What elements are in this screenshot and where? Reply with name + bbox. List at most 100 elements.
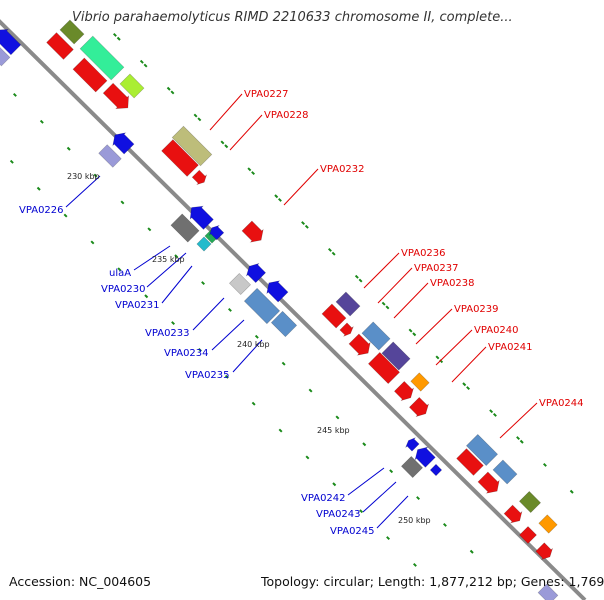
gene-block-olive-top[interactable]	[59, 19, 85, 45]
gene-block-vpa0226-lav[interactable]	[98, 144, 122, 168]
scale-tick	[193, 113, 198, 118]
scale-tick	[412, 562, 417, 567]
gene-label-vpa0230[interactable]: VPA0230	[101, 284, 146, 295]
gene-block-vpa0226[interactable]	[112, 132, 135, 155]
scale-tick	[144, 294, 149, 299]
gene-block-vpa0233-blue[interactable]	[246, 263, 267, 284]
gene-block-bottom-lav[interactable]	[537, 583, 559, 600]
scale-tick	[281, 361, 286, 366]
scale-tick	[435, 355, 440, 360]
gene-block-vpa-top-1[interactable]	[46, 32, 74, 60]
gene-label-ulaa[interactable]: ulaA	[109, 268, 131, 279]
gene-block-vpa0245[interactable]	[429, 463, 443, 477]
scale-tick	[442, 522, 447, 527]
gene-block-vpa0238[interactable]	[367, 351, 401, 385]
gene-block-vpa0235[interactable]	[270, 310, 298, 338]
gene-block-vpa0230-blue[interactable]	[209, 225, 225, 241]
gene-label-vpa0237[interactable]: VPA0237	[414, 263, 459, 274]
gene-block-vpa-top-3[interactable]	[102, 82, 129, 109]
gene-block-vpa0244-a[interactable]	[503, 504, 523, 524]
gene-block-steelblue-b[interactable]	[465, 433, 499, 467]
gene-block-purple-a[interactable]	[335, 291, 361, 317]
gene-block-orange-b[interactable]	[538, 514, 558, 534]
gene-label-vpa0241[interactable]: VPA0241	[488, 342, 533, 353]
gene-block-vpa0234-blue[interactable]	[266, 280, 289, 303]
scale-label-230: 230 kbp	[67, 172, 100, 181]
gene-label-vpa0227[interactable]: VPA0227	[244, 89, 289, 100]
leader-vpa0234	[211, 319, 245, 351]
gene-label-vpa0243[interactable]: VPA0243	[316, 509, 361, 520]
scale-tick	[274, 194, 279, 199]
gene-block-ulaa-blue[interactable]	[189, 205, 214, 230]
leader-vpa0237	[377, 267, 413, 304]
gene-block-ulaa-gray[interactable]	[170, 213, 200, 243]
gene-label-vpa0234[interactable]: VPA0234	[164, 348, 209, 359]
gene-block-steelblue-c[interactable]	[492, 459, 518, 485]
gene-block-mint[interactable]	[79, 35, 125, 81]
leader-vpa0236	[363, 252, 400, 289]
gene-block-vpa0234[interactable]	[243, 287, 281, 325]
leader-vpa0226	[65, 175, 101, 208]
scale-tick	[197, 117, 202, 122]
gene-label-vpa0244[interactable]: VPA0244	[539, 398, 584, 409]
gene-block-vpa0244-c[interactable]	[535, 542, 553, 560]
gene-block-vpa0243[interactable]	[414, 446, 436, 468]
scale-tick	[408, 328, 413, 333]
gene-label-vpa0239[interactable]: VPA0239	[454, 304, 499, 315]
gene-label-vpa0231[interactable]: VPA0231	[115, 300, 160, 311]
gene-block-vpa0236-tip[interactable]	[339, 322, 354, 337]
gene-label-vpa0235[interactable]: VPA0235	[185, 370, 230, 381]
gene-block-vpa0242[interactable]	[400, 455, 424, 479]
scale-tick	[171, 321, 176, 326]
gene-block-purple-b[interactable]	[381, 341, 411, 371]
gene-label-vpa0228[interactable]: VPA0228	[264, 110, 309, 121]
scale-tick	[247, 167, 252, 172]
gene-block-vpa0239[interactable]	[393, 380, 414, 401]
gene-block-darkolive[interactable]	[518, 490, 542, 514]
gene-block-topleft-lavender[interactable]	[0, 46, 11, 67]
gene-block-vpa0240[interactable]	[408, 396, 429, 417]
gene-block-vpa0242-tip[interactable]	[405, 437, 420, 452]
gene-label-vpa0245[interactable]: VPA0245	[330, 526, 375, 537]
gene-block-vpa0227[interactable]	[171, 125, 213, 167]
gene-label-vpa0232[interactable]: VPA0232	[320, 164, 365, 175]
gene-block-vpa0241-b[interactable]	[477, 471, 500, 494]
scale-label-245: 245 kbp	[317, 426, 350, 435]
topology-summary: Topology: circular; Length: 1,877,212 bp…	[261, 574, 604, 589]
gene-block-vpa0237[interactable]	[348, 333, 371, 356]
gene-block-vpa0228[interactable]	[161, 139, 199, 177]
gene-label-vpa0226[interactable]: VPA0226	[19, 205, 64, 216]
leader-vpa0245	[376, 495, 409, 529]
scale-tick	[492, 412, 497, 417]
gene-label-vpa0242[interactable]: VPA0242	[301, 493, 346, 504]
leader-vpa0232	[283, 168, 319, 206]
chromosome-backbone	[0, 19, 587, 600]
gene-block-vpa0244-b[interactable]	[519, 526, 537, 544]
gene-block-vpa0241-a[interactable]	[456, 448, 484, 476]
gene-block-lime[interactable]	[119, 73, 145, 99]
gene-block-vpa0233[interactable]	[228, 272, 252, 296]
gene-label-vpa0236[interactable]: VPA0236	[401, 248, 446, 259]
gene-block-vpa0236[interactable]	[321, 303, 347, 329]
scale-tick	[278, 428, 283, 433]
gene-block-steelblue-a[interactable]	[361, 321, 391, 351]
scale-tick	[254, 334, 259, 339]
gene-block-vpa0228-tip[interactable]	[191, 169, 207, 185]
leader-vpa0227	[209, 93, 243, 131]
map-title: Vibrio parahaemolyticus RIMD 2210633 chr…	[72, 10, 513, 25]
gene-block-vpa0230[interactable]	[196, 236, 212, 252]
gene-block-orange-a[interactable]	[410, 372, 430, 392]
scale-tick	[381, 301, 386, 306]
gene-block-vpa0232[interactable]	[241, 220, 264, 243]
scale-tick	[354, 274, 359, 279]
scale-tick	[147, 227, 152, 232]
gene-label-vpa0233[interactable]: VPA0233	[145, 328, 190, 339]
scale-tick	[12, 92, 17, 97]
gene-label-vpa0240[interactable]: VPA0240	[474, 325, 519, 336]
gene-features	[0, 19, 559, 600]
gene-label-vpa0238[interactable]: VPA0238	[430, 278, 475, 289]
scale-tick	[220, 140, 225, 145]
gene-block-vpa-top-2[interactable]	[72, 57, 108, 93]
leader-ulaa	[133, 245, 171, 271]
gene-block-topleft-blue[interactable]	[0, 29, 22, 56]
